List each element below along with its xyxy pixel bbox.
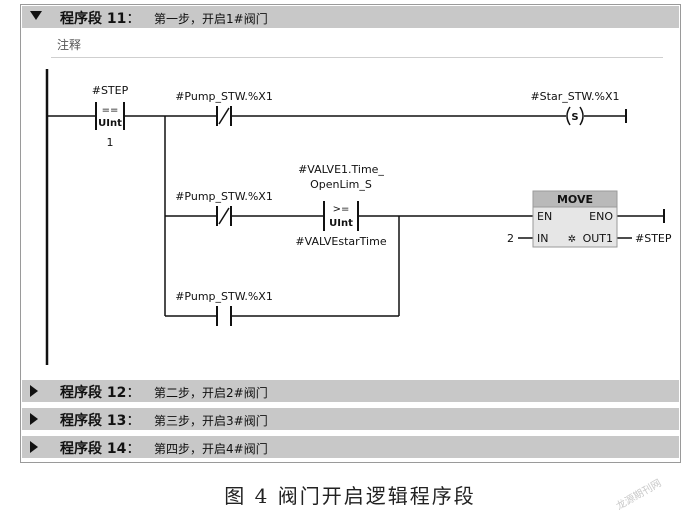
network-title-colon: ： <box>126 413 141 429</box>
fanout-icon: ✲ <box>568 234 576 245</box>
set-coil[interactable] <box>566 106 584 126</box>
cmp2-value: #VALVEstarTime <box>295 235 386 248</box>
network-12-title: 程序段 12： <box>60 382 140 402</box>
network-11-comment: 第一步，开启1#阀门 <box>154 12 268 26</box>
network-title-colon: ： <box>126 441 141 457</box>
no-contact-bottom-label: #Pump_STW.%X1 <box>175 290 273 303</box>
cmp2-operand-line2: OpenLim_S <box>310 178 372 191</box>
figure-caption: 图 4 阀门开启逻辑程序段 <box>224 484 476 508</box>
cmp1-operator: == <box>102 105 119 116</box>
network-11-header[interactable]: 程序段 11： 第一步，开启1#阀门 <box>22 6 679 28</box>
network-title-text: 程序段 13 <box>60 413 127 429</box>
nc-contact-top-label: #Pump_STW.%X1 <box>175 90 273 103</box>
comment-placeholder: 注释 <box>57 38 82 52</box>
ladder-diagram: #STEP == UInt 1 #Pump_STW.%X1 S #Star_ST… <box>45 69 672 365</box>
nc-contact-middle[interactable] <box>216 206 232 226</box>
compare-equal-block[interactable] <box>95 102 125 130</box>
move-block[interactable] <box>532 190 618 248</box>
collapse-arrow-icon[interactable] <box>30 11 42 20</box>
move-out-pin: OUT1 <box>583 232 613 245</box>
coil-letter: S <box>571 112 578 123</box>
move-in-pin: IN <box>537 232 548 245</box>
network-comment-field[interactable]: 注释 <box>51 31 663 58</box>
expand-arrow-icon[interactable] <box>30 441 38 453</box>
cmp1-type: UInt <box>98 118 122 129</box>
cmp1-value: 1 <box>107 136 114 149</box>
move-en-pin: EN <box>537 210 552 223</box>
network-14-header[interactable]: 程序段 14： 第四步，开启4#阀门 <box>22 436 679 458</box>
network-13-comment: 第三步，开启3#阀门 <box>154 414 268 428</box>
move-eno-pin: ENO <box>589 210 613 223</box>
move-in-value: 2 <box>507 232 514 245</box>
cmp2-operand-line1: #VALVE1.Time_ <box>298 163 384 176</box>
expand-arrow-icon[interactable] <box>30 413 38 425</box>
network-13-title: 程序段 13： <box>60 410 140 430</box>
compare-greater-equal-block[interactable] <box>323 201 359 231</box>
cmp2-type: UInt <box>329 218 353 229</box>
move-title: MOVE <box>557 193 593 206</box>
network-title-text: 程序段 12 <box>60 385 127 401</box>
cmp2-operator: >= <box>333 204 350 215</box>
network-title-text: 程序段 14 <box>60 441 127 457</box>
network-12-header[interactable]: 程序段 12： 第二步，开启2#阀门 <box>22 380 679 402</box>
nc-contact-middle-label: #Pump_STW.%X1 <box>175 190 273 203</box>
nc-contact-top[interactable] <box>216 106 232 126</box>
network-title-colon: ： <box>126 11 141 27</box>
network-13-header[interactable]: 程序段 13： 第三步，开启3#阀门 <box>22 408 679 430</box>
network-14-comment: 第四步，开启4#阀门 <box>154 442 268 456</box>
coil-label: #Star_STW.%X1 <box>530 90 619 103</box>
ladder-editor-frame: 程序段 11： 第一步，开启1#阀门 注释 <box>20 4 681 463</box>
no-contact-bottom[interactable] <box>216 306 232 326</box>
move-out-value: #STEP <box>635 232 672 245</box>
network-title-text: 程序段 11 <box>60 11 127 27</box>
network-14-title: 程序段 14： <box>60 438 140 458</box>
expand-arrow-icon[interactable] <box>30 385 38 397</box>
cmp1-operand: #STEP <box>92 84 129 97</box>
network-title-colon: ： <box>126 385 141 401</box>
network-12-comment: 第二步，开启2#阀门 <box>154 386 268 400</box>
network-11-title: 程序段 11： <box>60 8 140 28</box>
